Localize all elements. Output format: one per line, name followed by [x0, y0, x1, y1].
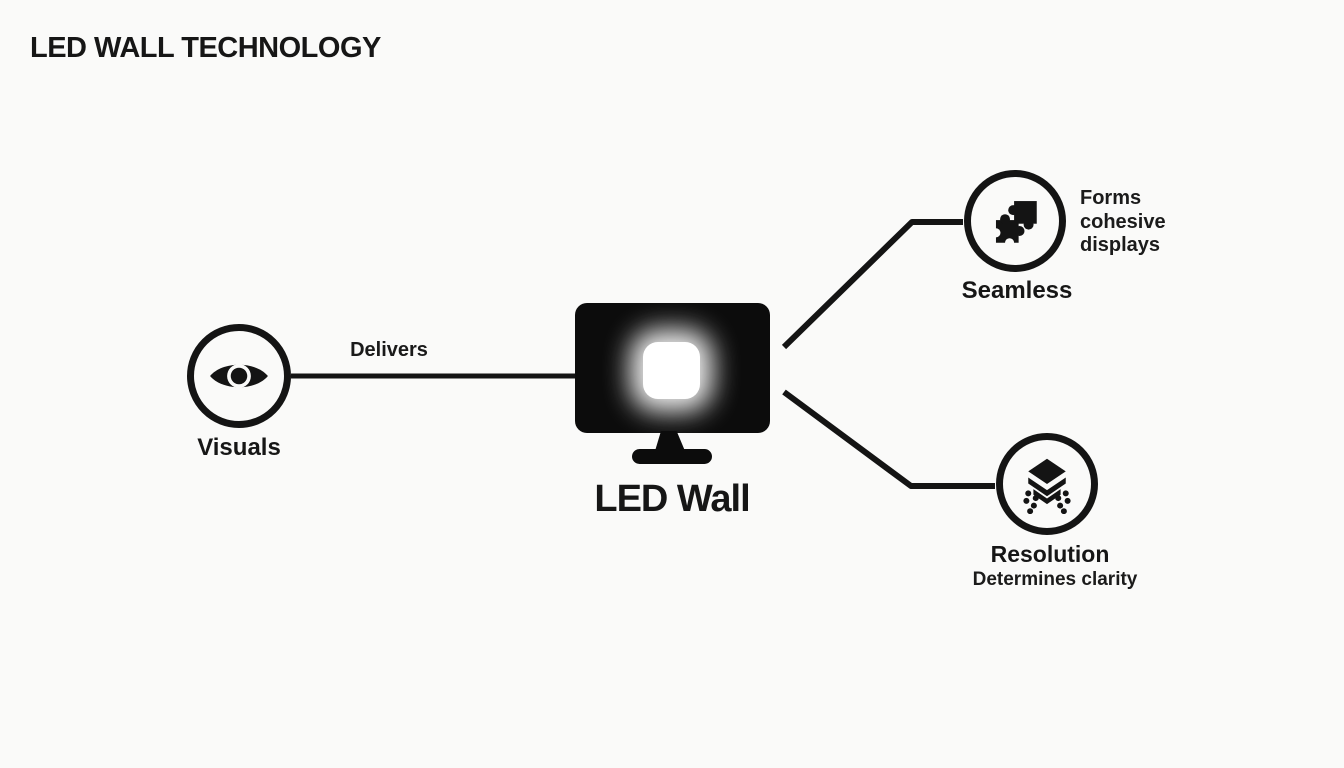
center-node-label: LED Wall: [594, 478, 750, 520]
monitor-stand-base: [632, 449, 712, 464]
monitor-stand-neck: [655, 431, 685, 451]
led-glow-panel: [643, 342, 700, 399]
layers-icon: [1017, 454, 1077, 514]
node-resolution: [996, 433, 1098, 535]
edge-seamless-line: [781, 219, 963, 350]
node-visuals: [187, 324, 291, 428]
node-resolution-label: Resolution: [990, 541, 1110, 567]
node-seamless-label: Seamless: [961, 277, 1073, 304]
node-seamless-description: Forms cohesive displays: [1080, 187, 1166, 257]
node-seamless: [964, 170, 1066, 272]
led-wall-monitor-icon: [575, 303, 770, 433]
edge-resolution-line: [782, 389, 995, 489]
puzzle-pieces-icon: [986, 192, 1044, 250]
eye-icon: [208, 354, 270, 398]
edge-label-delivers: Delivers: [350, 339, 428, 361]
node-visuals-label: Visuals: [197, 434, 281, 461]
node-resolution-description: Determines clarity: [972, 569, 1138, 590]
page-title: LED WALL TECHNOLOGY: [30, 32, 381, 64]
